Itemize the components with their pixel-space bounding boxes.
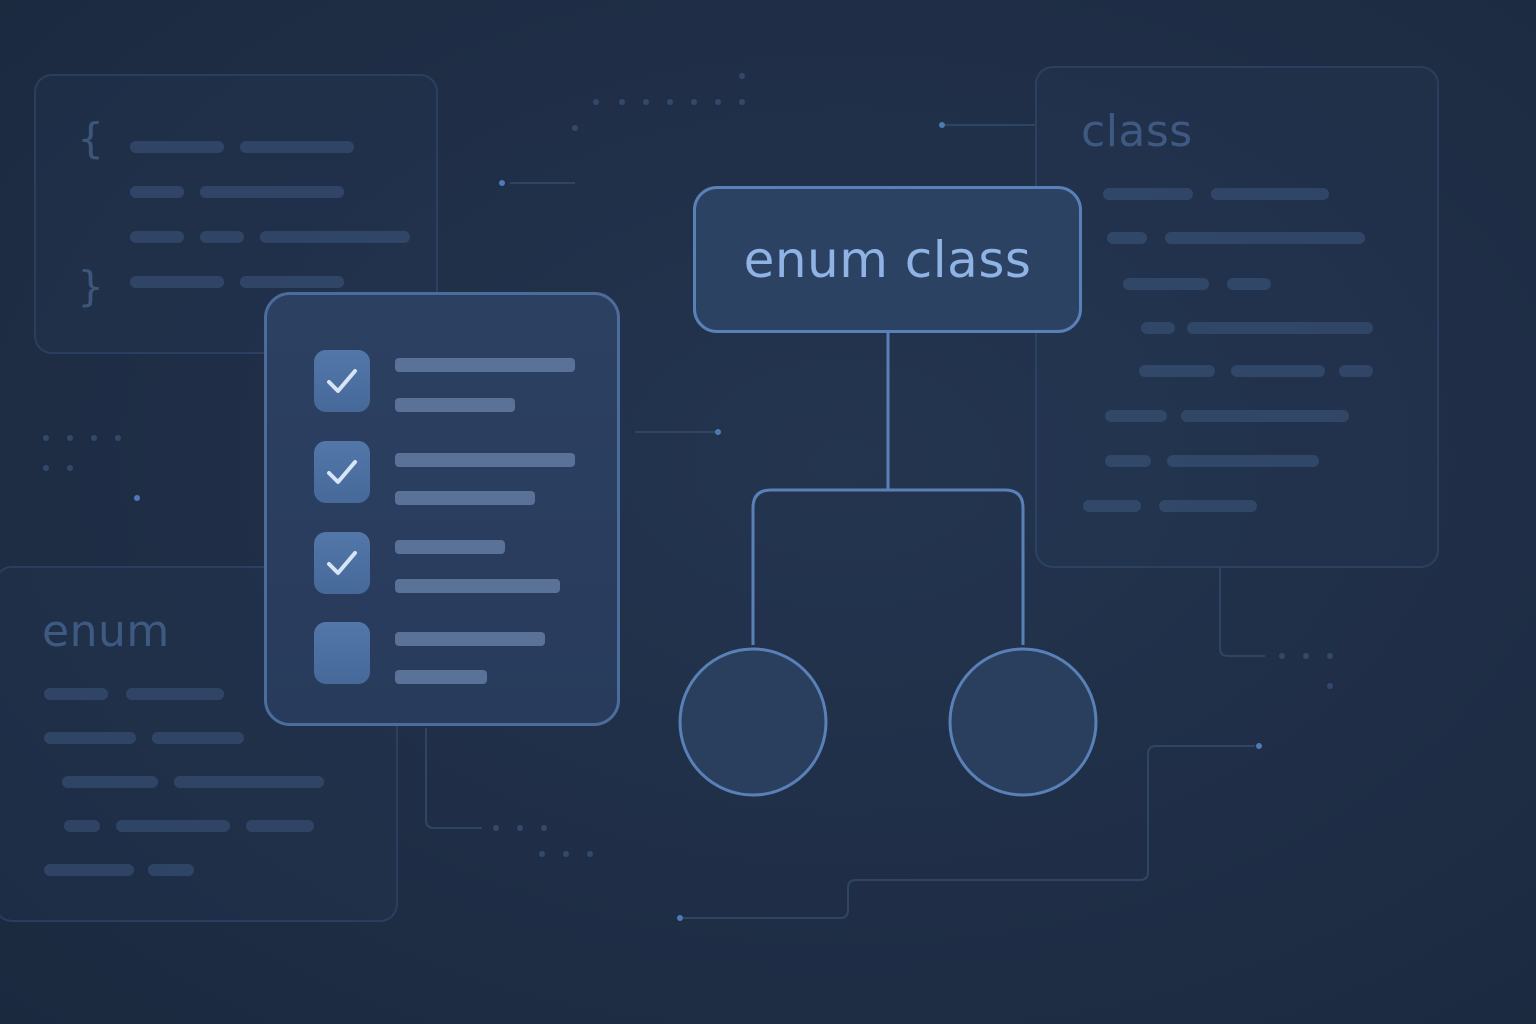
checkbox-checked-2[interactable]	[314, 441, 370, 503]
checkmark-icon	[327, 460, 357, 484]
checklist-item-1-line-2	[395, 398, 515, 412]
checklist-item-4-line-2	[395, 670, 487, 684]
checkbox-checked-3[interactable]	[314, 532, 370, 594]
child-node-left	[678, 647, 828, 797]
class-card: class	[1035, 66, 1439, 568]
enum-card: enum	[0, 566, 398, 922]
branch-connector	[751, 488, 1025, 645]
close-brace-icon: }	[78, 262, 104, 311]
checkbox-checked-1[interactable]	[314, 350, 370, 412]
checklist-item-2-line-2	[395, 491, 535, 505]
checklist-item-3-line-1	[395, 540, 505, 554]
checkbox-unchecked-4[interactable]	[314, 622, 370, 684]
open-brace-icon: {	[78, 114, 104, 163]
checklist-item-4-line-1	[395, 632, 545, 646]
class-card-label: class	[1081, 106, 1193, 157]
checklist-item-1-line-1	[395, 358, 575, 372]
enum-class-node: enum class	[693, 186, 1082, 333]
checklist-item-3-line-2	[395, 579, 560, 593]
checklist-item-2-line-1	[395, 453, 575, 467]
checklist-card	[264, 292, 620, 726]
checkmark-icon	[327, 551, 357, 575]
checkmark-icon	[327, 369, 357, 393]
child-node-right	[948, 647, 1098, 797]
enum-card-label: enum	[42, 606, 170, 657]
enum-class-label: enum class	[743, 230, 1032, 289]
